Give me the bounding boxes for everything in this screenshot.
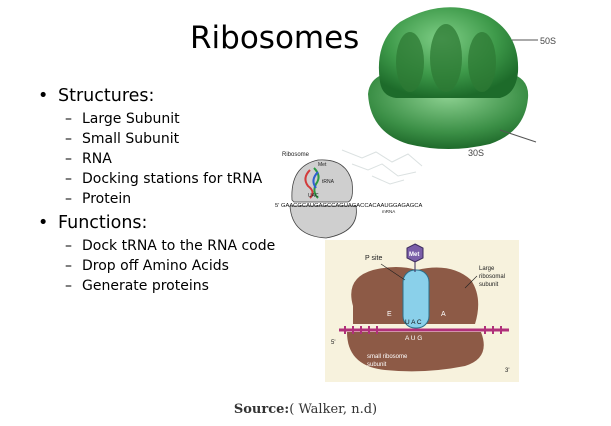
list-item: Protein — [82, 191, 132, 207]
list-item: Docking stations for tRNA — [82, 171, 263, 187]
source-citation: Source:( Walker, n.d) — [0, 402, 611, 417]
source-text: ( Walker, n.d) — [289, 402, 378, 417]
dash-icon: – — [65, 131, 72, 147]
codon-label: A U G — [405, 335, 422, 342]
dash-icon: – — [65, 191, 72, 207]
five-prime-label: 5' — [331, 340, 335, 346]
bullet-list: •Structures: –Large Subunit –Small Subun… — [38, 84, 288, 298]
list-item: Generate proteins — [82, 278, 209, 294]
dash-icon: – — [65, 171, 72, 187]
small-subunit-label: small ribosome — [367, 354, 408, 360]
trna-p-site — [402, 269, 430, 329]
small-subunit-shape — [347, 332, 484, 372]
section-heading: Structures: — [58, 86, 155, 106]
slide: Ribosomes •Structures: –Large Subunit –S… — [38, 7, 557, 382]
list-item: Large Subunit — [82, 111, 180, 127]
bullet-dot-icon: • — [38, 213, 49, 233]
list-item: Drop off Amino Acids — [82, 258, 229, 274]
mrna-label: mRNA — [382, 209, 395, 214]
large-subunit-label: subunit — [479, 282, 499, 288]
ribosome-upper-shape — [291, 159, 353, 203]
ribosome-model-figure: 50S 30S — [368, 7, 556, 158]
label-50s: 50S — [540, 36, 556, 46]
ribosome-lower-shape — [289, 205, 357, 239]
section-functions: •Functions: –Dock tRNA to the RNA code –… — [38, 211, 288, 295]
e-site-label: E — [387, 311, 392, 318]
ribosome-sites-figure: Met P site Large ribosomal subunit E A U… — [325, 240, 519, 382]
slide-title: Ribosomes — [190, 20, 360, 56]
anticodon-label: UAC — [308, 193, 319, 199]
mrna-sequence: 5' GAACGCAUGAGCCAGUAGACCACAAUGGAGAGCA — [275, 203, 422, 209]
source-label: Source: — [233, 402, 290, 417]
list-item: RNA — [82, 151, 112, 167]
list-item: Small Subunit — [82, 131, 180, 147]
dash-icon: – — [65, 258, 72, 274]
large-subunit-label: ribosomal — [479, 274, 505, 280]
dash-icon: – — [65, 151, 72, 167]
trna-label: tRNA — [322, 179, 335, 185]
anticodon-label: U A C — [405, 319, 422, 326]
a-site-label: A — [441, 311, 446, 318]
large-subunit-label: Large — [479, 266, 495, 272]
ribosome-title: Ribosome — [282, 152, 310, 158]
list-item: Dock tRNA to the RNA code — [82, 238, 276, 254]
p-site-label: P site — [365, 255, 382, 262]
dash-icon: – — [65, 278, 72, 294]
section-heading: Functions: — [58, 213, 148, 233]
bullet-dot-icon: • — [38, 86, 49, 106]
met-label: Met — [409, 252, 419, 258]
label-30s: 30S — [468, 148, 484, 158]
ribosome-trna-figure: Ribosome Met tRNA UAC 5' GAACGCAUGAGCCAG… — [275, 149, 422, 239]
met-label: Met — [318, 162, 327, 168]
three-prime-label: 3' — [505, 368, 509, 374]
dash-icon: – — [65, 111, 72, 127]
small-subunit-label: subunit — [367, 362, 387, 368]
dash-icon: – — [65, 238, 72, 254]
section-structures: •Structures: –Large Subunit –Small Subun… — [38, 84, 288, 208]
